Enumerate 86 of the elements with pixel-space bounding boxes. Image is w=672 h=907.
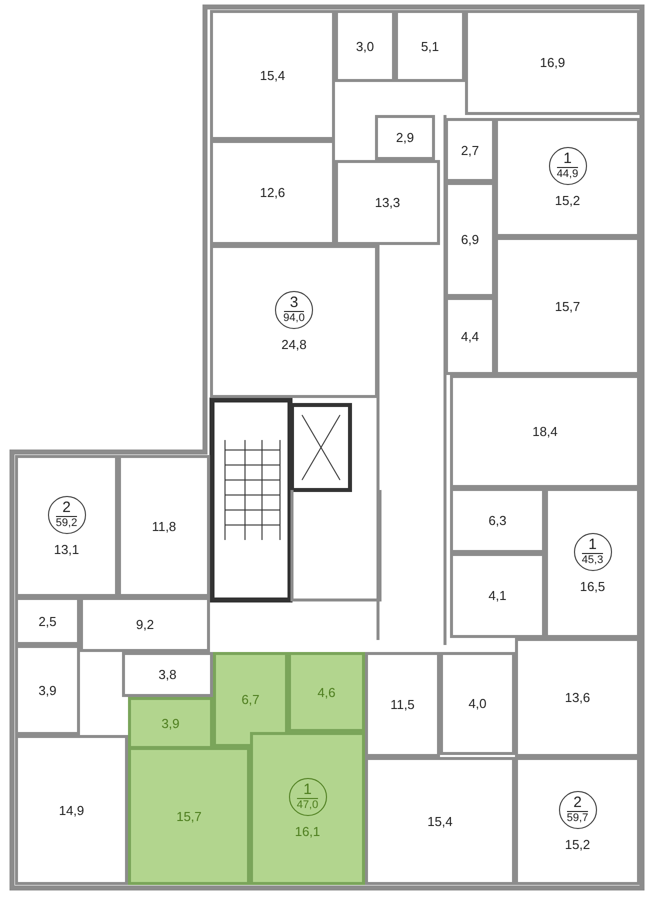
room bbox=[335, 160, 440, 245]
room bbox=[515, 638, 640, 757]
room bbox=[445, 182, 495, 297]
room-area: 4,0 bbox=[468, 696, 487, 711]
room bbox=[118, 455, 210, 597]
room-area: 18,4 bbox=[532, 424, 558, 439]
apartment-rooms-number: 1 bbox=[557, 151, 578, 168]
room bbox=[288, 652, 365, 732]
apartment-rooms-number: 2 bbox=[567, 794, 588, 812]
room bbox=[465, 10, 640, 115]
room-area: 15,4 bbox=[427, 814, 453, 828]
room bbox=[210, 140, 335, 245]
room-area: 15,7 bbox=[176, 808, 202, 824]
room-area: 15,4 bbox=[260, 68, 286, 82]
room-area: 14,9 bbox=[58, 802, 84, 818]
room bbox=[128, 697, 213, 749]
room bbox=[122, 652, 213, 697]
apartment-rooms-number: 3 bbox=[284, 295, 304, 312]
apartment-area: 47,0 bbox=[296, 799, 318, 812]
room bbox=[365, 652, 440, 757]
room bbox=[445, 118, 495, 182]
room-area: 3,9 bbox=[38, 682, 57, 698]
room-area: 3,8 bbox=[158, 667, 177, 682]
apartment-badge bbox=[48, 496, 86, 534]
room bbox=[128, 747, 250, 885]
room-area: 4,4 bbox=[460, 328, 480, 344]
room-area: 15,2 bbox=[554, 193, 580, 208]
room bbox=[495, 118, 640, 237]
room bbox=[335, 10, 395, 82]
room-area: 15,2 bbox=[564, 836, 590, 852]
apartment-area: 44,9 bbox=[556, 168, 578, 181]
room bbox=[495, 237, 640, 375]
room-area: 16,5 bbox=[580, 578, 606, 594]
apartment-badge bbox=[548, 147, 586, 185]
room-area: 6,3 bbox=[488, 513, 507, 528]
room-area: 15,7 bbox=[554, 298, 580, 314]
room bbox=[213, 652, 288, 747]
room bbox=[545, 488, 640, 638]
room-area: 2,7 bbox=[460, 142, 480, 158]
room-area: 2,9 bbox=[396, 130, 414, 145]
room bbox=[15, 597, 80, 645]
room-area: 24,8 bbox=[281, 337, 307, 352]
apartment-rooms-number: 1 bbox=[297, 782, 318, 799]
room bbox=[15, 735, 128, 885]
room bbox=[80, 597, 210, 652]
apartment-rooms-number: 1 bbox=[582, 536, 603, 554]
room bbox=[395, 10, 465, 82]
room-area: 11,8 bbox=[152, 518, 176, 534]
room-area: 6,7 bbox=[241, 692, 260, 707]
room bbox=[450, 375, 640, 488]
room bbox=[445, 297, 495, 375]
room bbox=[450, 553, 545, 638]
room bbox=[15, 645, 80, 735]
apartment-rooms-number: 2 bbox=[56, 500, 77, 516]
room-area: 3,0 bbox=[356, 38, 374, 54]
room bbox=[15, 455, 118, 597]
apartment-area: 59,7 bbox=[566, 812, 588, 824]
room-area: 13,1 bbox=[54, 542, 80, 556]
apartment-badge bbox=[275, 291, 313, 329]
room-area: 6,9 bbox=[460, 232, 480, 247]
room-area: 16,1 bbox=[294, 824, 320, 839]
apartment-area: 45,3 bbox=[582, 554, 604, 566]
apartment-area: 59,2 bbox=[56, 516, 78, 530]
room-area: 12,6 bbox=[260, 185, 286, 200]
apartment-badge bbox=[558, 790, 596, 828]
room bbox=[210, 10, 335, 140]
room-area: 13,6 bbox=[564, 690, 590, 705]
room-area: 16,9 bbox=[540, 55, 566, 70]
room-area: 3,9 bbox=[161, 716, 180, 730]
room bbox=[450, 488, 545, 553]
room-area: 11,5 bbox=[390, 697, 415, 712]
room bbox=[250, 732, 365, 885]
room bbox=[440, 652, 515, 755]
room-area: 2,5 bbox=[38, 614, 57, 628]
apartment-badge bbox=[288, 778, 326, 816]
room bbox=[515, 757, 640, 885]
room-area: 13,3 bbox=[374, 195, 400, 210]
room-area: 5,1 bbox=[420, 38, 440, 54]
room bbox=[210, 245, 378, 398]
room-area: 4,1 bbox=[488, 588, 507, 603]
apartment-badge bbox=[574, 532, 612, 570]
room bbox=[365, 757, 515, 885]
room-area: 4,6 bbox=[317, 684, 336, 700]
room bbox=[375, 115, 435, 160]
room-area: 9,2 bbox=[136, 617, 154, 632]
apartment-area: 94,0 bbox=[283, 312, 305, 325]
